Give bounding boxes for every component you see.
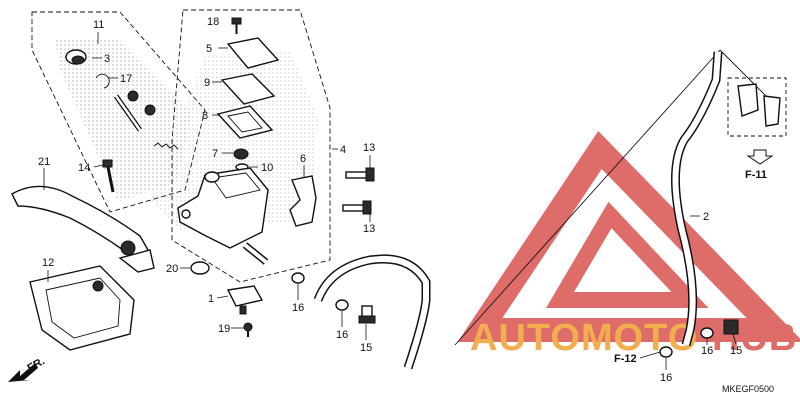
cap-part-20 (190, 261, 210, 275)
callout-15-a: 15 (360, 342, 372, 354)
brake-switch-part-1 (226, 285, 264, 315)
ref-f11: F-11 (745, 169, 767, 181)
callout-15-b: 15 (730, 345, 742, 357)
spring (153, 142, 179, 150)
washer-part-16-a (291, 272, 305, 284)
callout-10: 10 (261, 162, 273, 174)
brake-hose-left-inner (315, 256, 429, 369)
callout-1: 1 (208, 293, 214, 305)
f11-inset (727, 77, 787, 165)
callout-13-b: 13 (363, 223, 375, 235)
callout-18: 18 (207, 16, 219, 28)
screw-part-19 (243, 322, 253, 337)
watermark: AUTOMOTO HUB (457, 130, 800, 359)
front-label: FR. (26, 355, 47, 374)
callout-17: 17 (120, 73, 132, 85)
plate-part-9 (220, 73, 276, 105)
callout-13-a: 13 (363, 142, 375, 154)
oil-bolt-part-15-a (358, 305, 376, 324)
holder-part-6 (289, 175, 317, 227)
screw-part-18 (231, 17, 242, 34)
washer-part-16-d (659, 346, 673, 358)
master-cylinder-body (177, 167, 269, 265)
brake-hose-part-2-inner (672, 51, 721, 346)
callout-16-a: 16 (292, 302, 304, 314)
washer-part-16-c (700, 327, 714, 339)
callout-2: 2 (703, 211, 709, 223)
callout-4: 4 (340, 144, 346, 156)
callouts: 11 3 17 18 5 9 8 7 10 4 6 13 13 14 21 12… (38, 16, 742, 384)
diagram-code: MKEGF0500 (722, 384, 774, 394)
callout-7: 7 (212, 148, 218, 160)
assembly-stipple (150, 50, 318, 230)
brake-lever-part-21 (11, 185, 155, 273)
circlip-part-17 (95, 73, 110, 89)
callout-9: 9 (204, 77, 210, 89)
pivot-bolt-part-14 (102, 159, 115, 193)
bolt-part-13-b (342, 200, 372, 215)
callout-3: 3 (104, 53, 110, 65)
float-part-7 (233, 148, 249, 160)
boundary-line (454, 49, 721, 346)
boundary-line-top (719, 49, 771, 101)
ref-f12-group: F-12 (614, 351, 661, 365)
callout-6: 6 (300, 153, 306, 165)
callout-12: 12 (42, 257, 54, 269)
callout-16-d: 16 (660, 372, 672, 384)
leader-lines (43, 32, 737, 370)
callout-11: 11 (93, 19, 104, 31)
callout-16-b: 16 (336, 329, 348, 341)
bolt-part-13-a (345, 167, 375, 182)
piston-rod (113, 90, 156, 132)
callout-8: 8 (202, 110, 208, 122)
reservoir-cap-part-5 (226, 37, 280, 69)
piston-kit-stipple (55, 38, 192, 202)
callout-14: 14 (78, 162, 90, 174)
watermark-triangle-inner (546, 201, 709, 308)
ref-f12: F-12 (614, 353, 637, 365)
callout-21: 21 (38, 156, 50, 168)
callout-16-c: 16 (701, 345, 713, 357)
lever-cover-part-12 (29, 265, 135, 351)
callout-5: 5 (206, 43, 212, 55)
diaphragm-part-8 (216, 105, 274, 139)
washer-part-16-b (335, 299, 349, 311)
oil-bolt-part-15-b (723, 319, 739, 335)
front-arrow: FR. (8, 355, 47, 382)
callout-19: 19 (218, 323, 230, 335)
callout-20: 20 (166, 263, 178, 275)
boot-part-3 (65, 49, 87, 65)
